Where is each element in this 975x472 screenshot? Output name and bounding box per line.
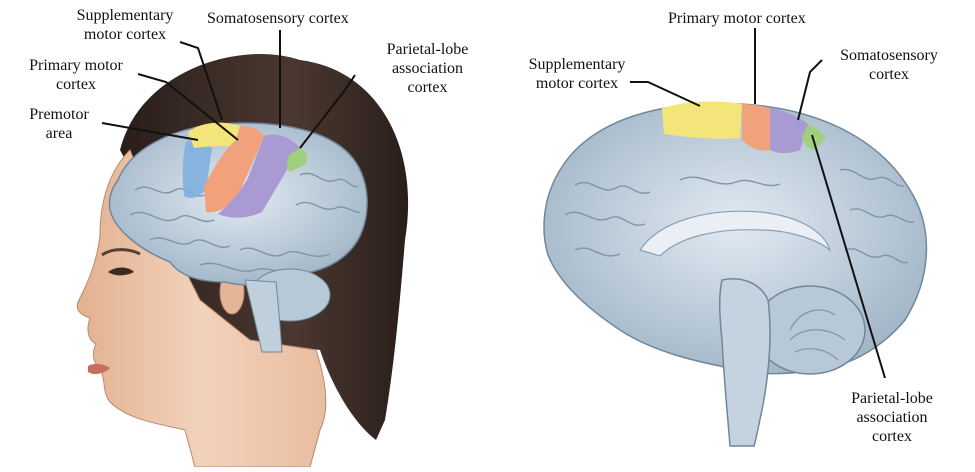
parietal-association-region-right <box>802 124 826 150</box>
supplementary-motor-region-right <box>662 101 742 139</box>
leader-lines-left <box>101 30 356 149</box>
lips <box>88 363 110 375</box>
somatosensory-region-left <box>218 134 300 218</box>
label-parietal-lobe-association-cortex-right: Parietal-lobe association cortex <box>851 390 933 445</box>
premotor-area-region-left <box>182 139 212 198</box>
primary-motor-region-right <box>742 104 770 151</box>
label-parietal-lobe-association-cortex-left: Parietal-lobe association cortex <box>386 41 469 96</box>
brain-right-gyri <box>564 168 915 264</box>
eye <box>108 267 134 276</box>
head-figure <box>76 30 409 468</box>
label-primary-motor-cortex-left: Primary motor cortex <box>29 57 123 93</box>
label-premotor-area-left: Premotor area <box>29 106 89 142</box>
brainstem-left <box>244 279 283 353</box>
label-supplementary-motor-cortex-left: Supplementary motor cortex <box>76 7 174 43</box>
parietal-association-region-left <box>287 148 307 172</box>
cerebellum-arbor <box>789 309 846 361</box>
label-supplementary-motor-cortex-right: Supplementary motor cortex <box>528 56 626 92</box>
label-somatosensory-cortex-right: Somatosensory cortex <box>840 47 938 83</box>
label-somatosensory-cortex-left: Somatosensory cortex <box>207 10 349 27</box>
eyebrow <box>101 248 141 257</box>
leader-lines-right <box>630 28 886 379</box>
supplementary-motor-region-left <box>188 122 240 148</box>
sagittal-brain-figure <box>543 28 928 447</box>
brainstem-right <box>718 278 771 447</box>
label-primary-motor-cortex-right: Primary motor cortex <box>668 10 806 27</box>
primary-motor-region-left <box>204 126 264 213</box>
corpus-callosum <box>639 210 832 257</box>
